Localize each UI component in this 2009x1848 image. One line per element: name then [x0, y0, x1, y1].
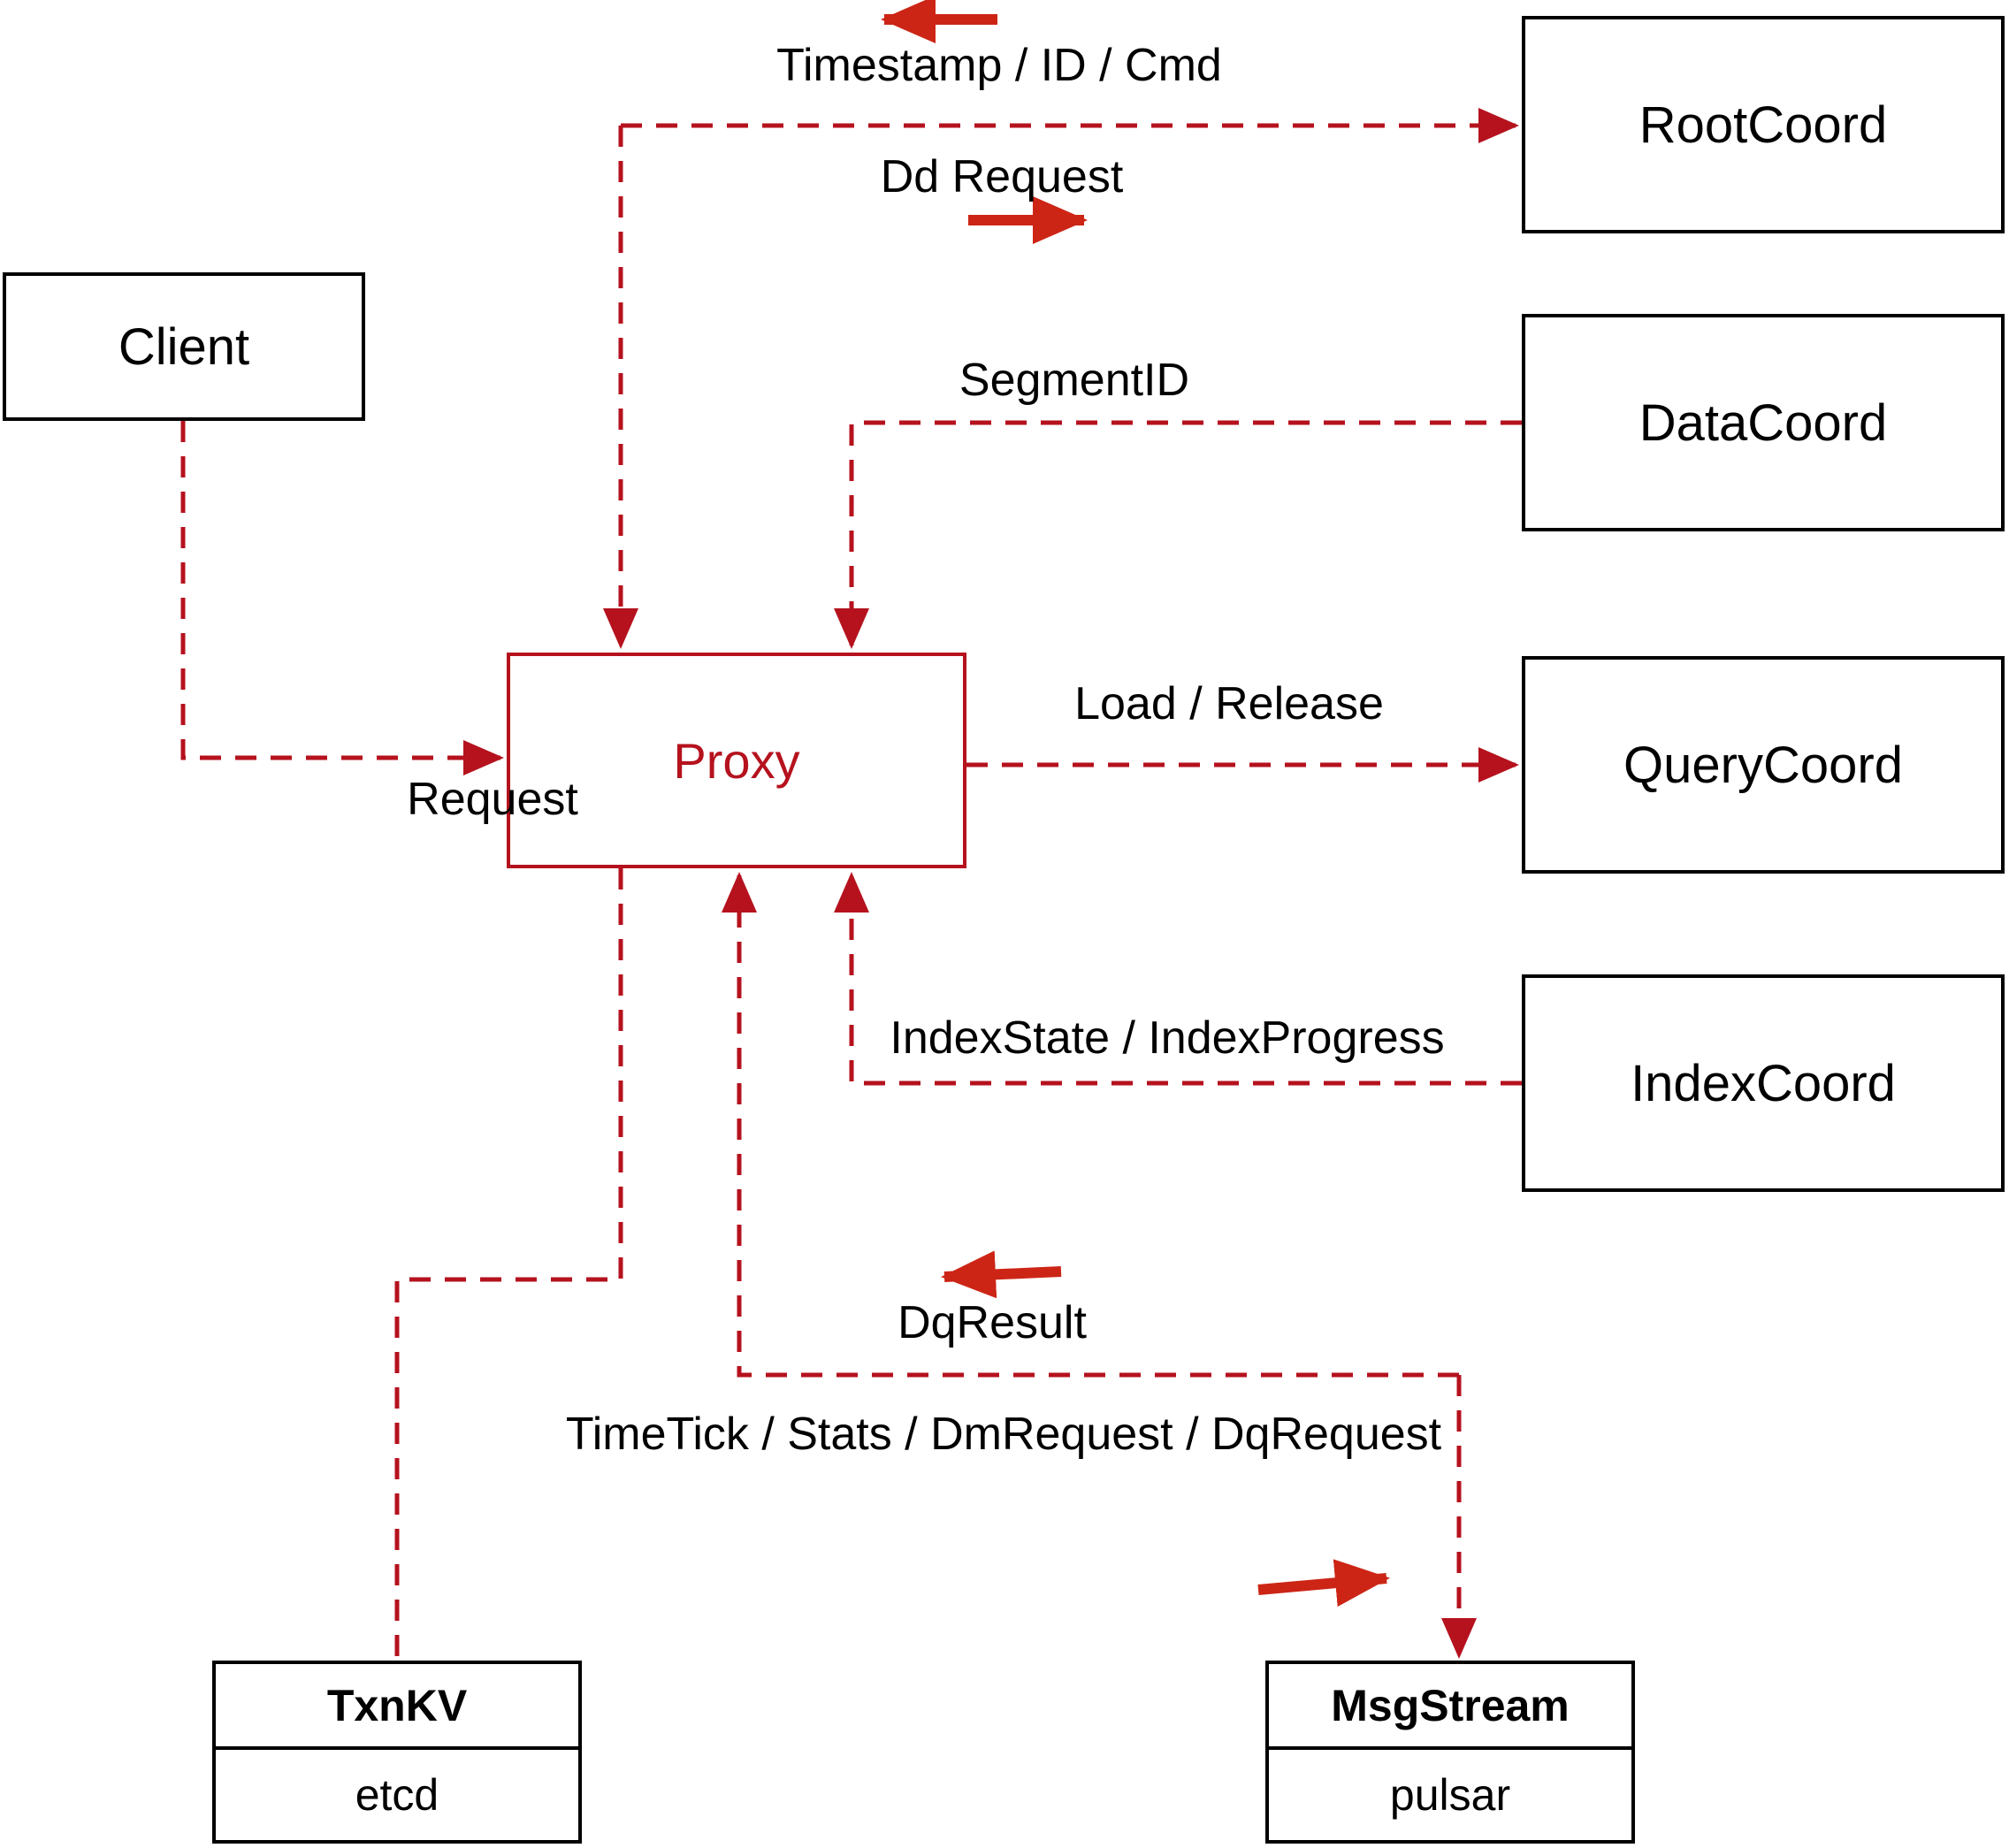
- connector-client-proxy: [180, 421, 504, 775]
- txnkv-node-title: TxnKV: [216, 1664, 578, 1750]
- connector-datacoord-proxy: [834, 420, 1522, 649]
- datacoord-node: DataCoord: [1522, 314, 2005, 531]
- time-tick-direction-right-arrow-icon: [1257, 1559, 1390, 1607]
- datacoord-node-label: DataCoord: [1639, 393, 1888, 452]
- client-node: Client: [3, 272, 365, 421]
- indexcoord-node-label: IndexCoord: [1631, 1054, 1896, 1112]
- client-node-label: Client: [118, 317, 250, 376]
- connector-msgstream-proxy-up: [722, 872, 1459, 1378]
- msgstream-node: MsgStream pulsar: [1265, 1661, 1635, 1844]
- edge-label-dq-result: DqResult: [898, 1297, 1087, 1348]
- proxy-node: Proxy: [507, 653, 966, 868]
- querycoord-node: QueryCoord: [1522, 656, 2005, 874]
- txnkv-node: TxnKV etcd: [212, 1661, 582, 1844]
- indexcoord-node: IndexCoord: [1522, 974, 2005, 1192]
- querycoord-node-label: QueryCoord: [1623, 736, 1903, 794]
- connector-proxy-txnkv: [394, 868, 623, 1659]
- edge-label-segment-id: SegmentID: [959, 355, 1190, 406]
- msgstream-node-title: MsgStream: [1269, 1664, 1631, 1750]
- txnkv-node-subtitle: etcd: [355, 1770, 439, 1820]
- rootcoord-node: RootCoord: [1522, 16, 2005, 233]
- dq-result-direction-left-arrow-icon: [941, 1250, 1062, 1299]
- edge-label-index-state-progress: IndexState / IndexProgress: [890, 1012, 1445, 1064]
- edge-label-dd-request: Dd Request: [880, 151, 1124, 202]
- rootcoord-node-label: RootCoord: [1639, 95, 1888, 154]
- msgstream-node-subtitle: pulsar: [1389, 1770, 1511, 1820]
- edge-label-request: Request: [407, 774, 578, 825]
- connector-indexcoord-proxy: [834, 872, 1522, 1086]
- edge-label-time-tick: TimeTick / Stats / DmRequest / DqRequest: [565, 1409, 1442, 1460]
- proxy-node-label: Proxy: [673, 732, 800, 789]
- edge-label-load-release: Load / Release: [1074, 678, 1384, 729]
- edge-label-timestamp-id-cmd: Timestamp / ID / Cmd: [776, 40, 1222, 91]
